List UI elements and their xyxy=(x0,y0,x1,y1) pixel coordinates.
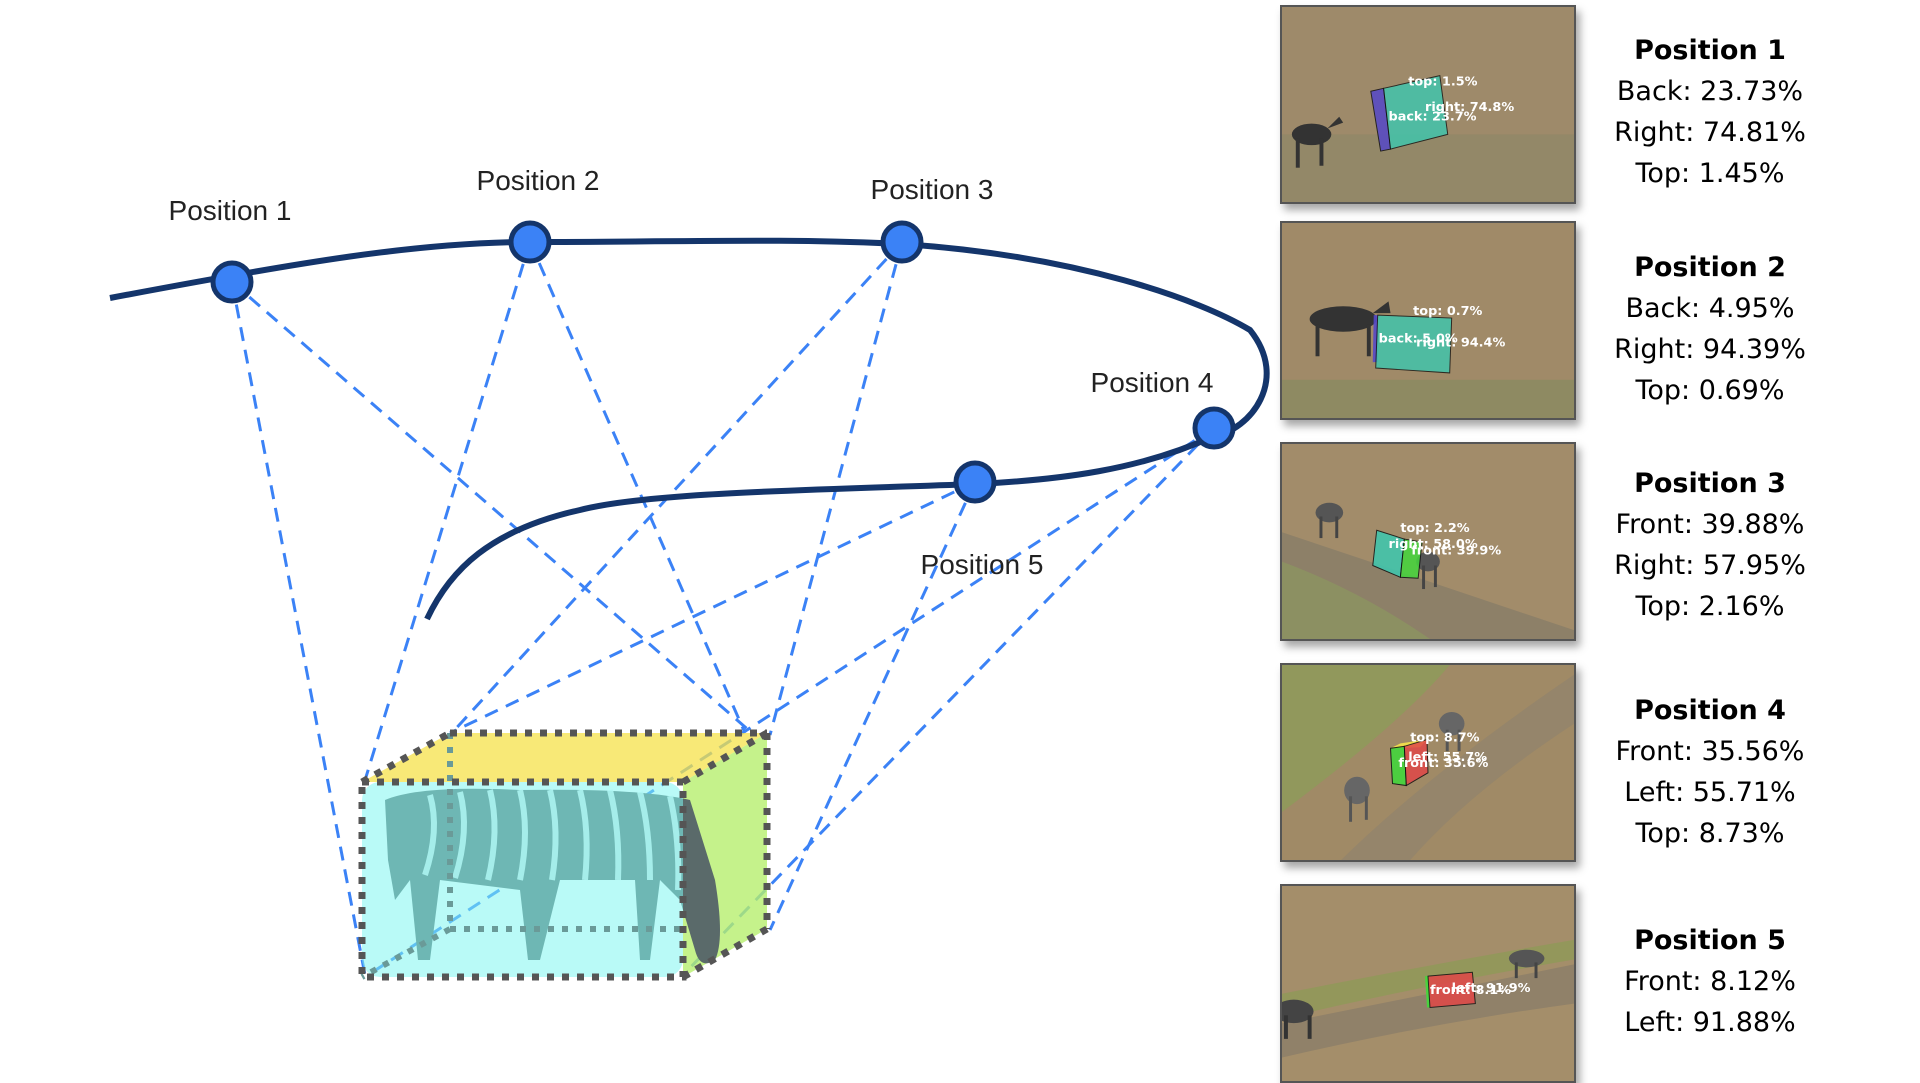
cube-front-face xyxy=(362,782,683,977)
view-stat-line: Front: 35.56% xyxy=(1615,736,1805,767)
position-marker-4 xyxy=(1192,406,1236,450)
view-stats-5: Position 5 Front: 8.12% Left: 91.88% xyxy=(1600,920,1820,1043)
svg-text:top: 8.7%: top: 8.7% xyxy=(1410,730,1479,745)
sight-line-4-2 xyxy=(681,426,1216,977)
view-stats-4: Position 4 Front: 35.56% Left: 55.71% To… xyxy=(1600,690,1820,854)
cube-top-face xyxy=(362,733,767,782)
sight-line-2-1 xyxy=(360,241,532,791)
zebra-icon xyxy=(1282,999,1314,1039)
zebra-icon xyxy=(1508,949,1545,979)
svg-text:top: 0.7%: top: 0.7% xyxy=(1413,304,1482,319)
position-label-2: Position 2 xyxy=(477,165,600,196)
view-title: Position 5 xyxy=(1634,925,1786,956)
view-stat-line: Top: 2.16% xyxy=(1635,591,1785,622)
view-stats-2: Position 2 Back: 4.95% Right: 94.39% Top… xyxy=(1600,247,1820,411)
position-marker-5 xyxy=(953,460,997,504)
position-label-1: Position 1 xyxy=(169,195,292,226)
position-label-4: Position 4 xyxy=(1091,367,1214,398)
view-stat-line: Front: 8.12% xyxy=(1624,966,1796,997)
svg-text:back: 23.7%: back: 23.7% xyxy=(1389,110,1477,125)
svg-text:front: 8.1%: front: 8.1% xyxy=(1430,983,1511,998)
svg-text:front: 35.6%: front: 35.6% xyxy=(1398,756,1488,771)
position-label-5: Position 5 xyxy=(921,549,1044,580)
sight-line-1-1 xyxy=(230,281,367,976)
view-title: Position 3 xyxy=(1634,468,1786,499)
view-title: Position 4 xyxy=(1634,695,1786,726)
view-stat-line: Left: 55.71% xyxy=(1624,777,1796,808)
zebra-icon xyxy=(1416,551,1440,590)
zebra-icon xyxy=(1344,776,1370,822)
view-stat-line: Top: 1.45% xyxy=(1635,158,1785,189)
position-label-3: Position 3 xyxy=(871,174,994,205)
view-stat-line: Right: 74.81% xyxy=(1614,117,1806,148)
sight-line-5-2 xyxy=(768,481,977,931)
view-stat-line: Front: 39.88% xyxy=(1615,509,1805,540)
svg-text:back: 5.0%: back: 5.0% xyxy=(1379,332,1458,347)
position-markers xyxy=(210,220,1236,504)
svg-text:front: 39.9%: front: 39.9% xyxy=(1411,544,1501,559)
zebra-icon xyxy=(1438,712,1465,752)
sight-line-2-2 xyxy=(528,241,747,734)
view-stat-line: Left: 91.88% xyxy=(1624,1007,1796,1038)
zebra-icon xyxy=(1309,301,1391,357)
svg-text:right: 58.0%: right: 58.0% xyxy=(1389,537,1478,552)
view-thumbnail-1: top: 1.5% right: 74.8% back: 23.7% xyxy=(1280,5,1576,204)
view-stat-line: Top: 0.69% xyxy=(1635,375,1785,406)
cube-edges xyxy=(358,729,771,981)
svg-text:left: 55.7%: left: 55.7% xyxy=(1408,750,1487,765)
svg-text:left: 91.9%: left: 91.9% xyxy=(1452,981,1531,996)
trajectory-curve xyxy=(109,237,1270,621)
view-stats-1: Position 1 Back: 23.73% Right: 74.81% To… xyxy=(1600,30,1820,194)
view-stat-line: Right: 94.39% xyxy=(1614,334,1806,365)
zebra-icon xyxy=(1315,502,1344,539)
view-title: Position 1 xyxy=(1634,35,1786,66)
camera-trajectory-diagram: Position 1 Position 2 Position 3 Positio… xyxy=(109,165,1270,981)
view-stat-line: Back: 4.95% xyxy=(1625,293,1795,324)
view-thumbnail-3: top: 2.2% right: 58.0% front: 39.9% xyxy=(1280,442,1576,641)
sight-line-5-1 xyxy=(449,480,976,735)
view-stat-line: Right: 57.95% xyxy=(1614,550,1806,581)
zebra-icon xyxy=(1291,116,1344,168)
svg-text:top: 2.2%: top: 2.2% xyxy=(1400,521,1469,536)
svg-text:right: 94.4%: right: 94.4% xyxy=(1416,336,1505,351)
position-marker-2 xyxy=(508,220,552,264)
sight-line-1-2 xyxy=(231,280,753,735)
view-title: Position 2 xyxy=(1634,252,1786,283)
view-stat-line: Top: 8.73% xyxy=(1635,818,1785,849)
view-thumbnail-5: front: 8.1% left: 91.9% xyxy=(1280,884,1576,1083)
svg-text:top: 1.5%: top: 1.5% xyxy=(1408,74,1477,89)
view-stat-line: Back: 23.73% xyxy=(1616,76,1804,107)
view-stats-3: Position 3 Front: 39.88% Right: 57.95% T… xyxy=(1600,463,1820,627)
view-thumbnail-2: top: 0.7% back: 5.0% right: 94.4% xyxy=(1280,221,1576,420)
position-marker-3 xyxy=(880,220,924,264)
position-marker-1 xyxy=(210,260,254,304)
zebra-bounding-cube xyxy=(358,729,771,981)
sight-line-3-1 xyxy=(448,240,904,737)
svg-text:right: 74.8%: right: 74.8% xyxy=(1425,100,1514,115)
view-thumbnail-4: top: 8.7% left: 55.7% front: 35.6% xyxy=(1280,663,1576,862)
